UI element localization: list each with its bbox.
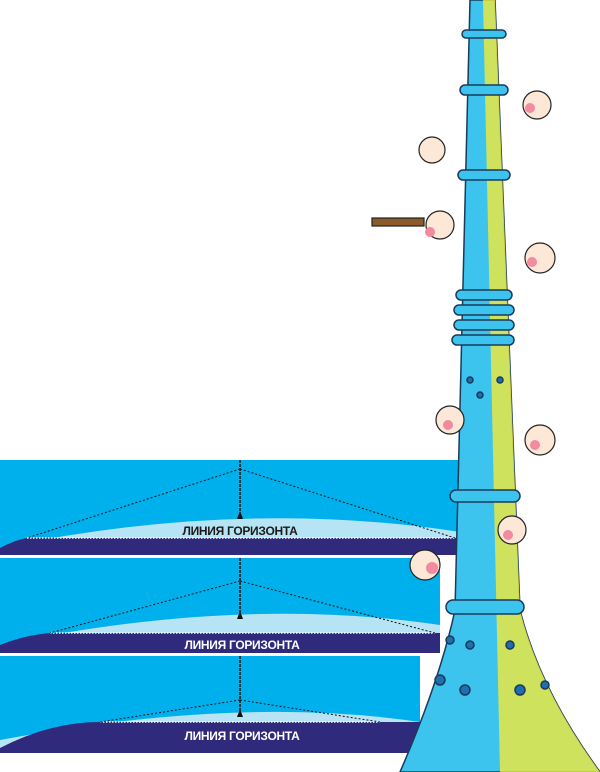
tv-tower bbox=[399, 0, 600, 772]
children-figures bbox=[371, 90, 556, 581]
panel-medium-tower: ЛИНИЯ ГОРИЗОНТА bbox=[0, 558, 440, 653]
horizon-label: ЛИНИЯ ГОРИЗОНТА bbox=[184, 729, 300, 743]
panel-low-tower: ЛИНИЯ ГОРИЗОНТА bbox=[0, 656, 420, 753]
panel-high-tower: ЛИНИЯ ГОРИЗОНТА bbox=[0, 460, 460, 555]
horizon-label: ЛИНИЯ ГОРИЗОНТА bbox=[182, 524, 298, 538]
horizon-label: ЛИНИЯ ГОРИЗОНТА bbox=[184, 638, 300, 652]
